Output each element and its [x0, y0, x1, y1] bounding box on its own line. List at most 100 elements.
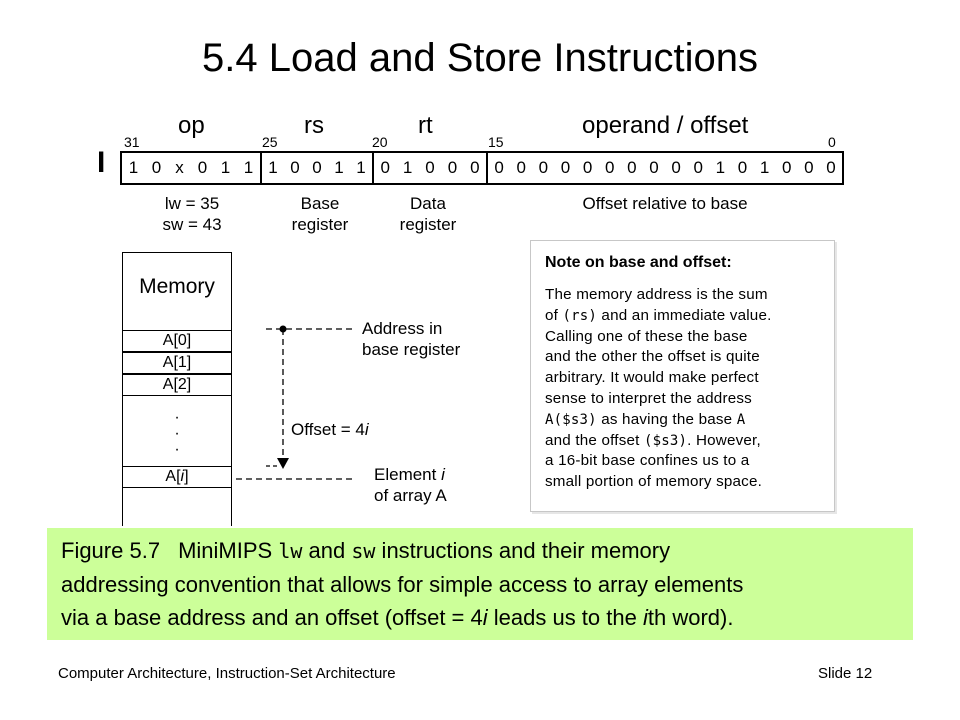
bit: 0 — [604, 158, 615, 177]
bit: 0 — [197, 158, 208, 177]
note-text: as having the base — [596, 410, 737, 428]
bitpos-25: 25 — [262, 134, 278, 150]
bit: 1 — [243, 158, 254, 177]
memory-title: Memory — [139, 275, 215, 298]
note-line: and the offset ($s3). However, — [545, 431, 820, 452]
bit: 0 — [447, 158, 458, 177]
note-text: a 16-bit base confines us to a — [545, 452, 750, 470]
figure-line3-b: leads us to the — [487, 605, 643, 630]
offset-arrowhead — [277, 458, 289, 469]
bit: 0 — [538, 158, 549, 177]
note-line: a 16-bit base confines us to a — [545, 451, 820, 472]
figure-code-sw: sw — [351, 539, 376, 563]
ellipsis-dot: · — [174, 441, 180, 458]
note-box: Note on base and offset: The memory addr… — [530, 240, 835, 512]
note-line: Calling one of these the base — [545, 327, 820, 348]
note-line: A($s3) as having the base A — [545, 410, 820, 431]
bit: 0 — [380, 158, 390, 177]
note-code: (rs) — [562, 307, 598, 324]
memory-cell-a1: A[1] — [122, 352, 232, 374]
bit: 1 — [402, 158, 413, 177]
op-caption-lw: lw = 35 — [164, 194, 220, 213]
note-line: of (rs) and an immediate value. — [545, 306, 820, 327]
offset-label: Offset = 4i — [291, 419, 369, 440]
offset-prefix: Offset = 4 — [291, 420, 365, 439]
field-label-rs: rs — [304, 112, 324, 139]
figure-text-3: instructions and their memory — [375, 538, 671, 563]
field-label-rt: rt — [418, 112, 433, 139]
bit: 0 — [804, 158, 814, 177]
bit: 0 — [627, 158, 637, 177]
bit: 0 — [826, 158, 836, 177]
note-text: The memory address is the sum — [545, 286, 768, 303]
bit: 0 — [671, 158, 681, 177]
bit: 0 — [516, 158, 526, 177]
figure-line3-i2: i — [642, 605, 648, 630]
bitpos-20: 20 — [372, 134, 388, 150]
bit: 0 — [312, 158, 322, 177]
bit: 0 — [425, 158, 435, 177]
bit: x — [175, 158, 184, 177]
bit: 1 — [356, 158, 366, 177]
bit: 0 — [560, 158, 571, 177]
bit: 0 — [737, 158, 748, 177]
offset-var: i — [364, 420, 369, 439]
bit: 0 — [693, 158, 703, 177]
ellipsis-dot: · — [174, 409, 180, 426]
element-var: i — [441, 465, 445, 484]
footer-left: Computer Architecture, Instruction-Set A… — [58, 665, 396, 682]
bit: 1 — [715, 158, 726, 177]
bit: 0 — [582, 158, 593, 177]
cell-var: i — [180, 468, 185, 485]
note-code: A — [736, 411, 746, 428]
note-text: and the offset — [545, 431, 644, 449]
rt-caption-line2: register — [399, 215, 457, 234]
slide-title: 5.4 Load and Store Instructions — [202, 36, 758, 80]
note-line: small portion of memory space. — [545, 472, 820, 493]
note-line: arbitrary. It would make perfect — [545, 368, 820, 389]
field-label-offset: operand / offset — [582, 112, 749, 139]
figure-label: Figure 5.7 — [61, 538, 161, 563]
element-label-line2: of array A — [374, 486, 447, 505]
bit: 1 — [220, 158, 231, 177]
element-label-line1: Element i — [374, 464, 445, 485]
note-line: sense to interpret the address — [545, 389, 820, 410]
note-text: sense to interpret the address — [545, 389, 752, 407]
note-line: and the other the offset is quite — [545, 347, 820, 368]
note-text: Calling one of these the base — [545, 327, 748, 345]
note-code: ($s3) — [643, 432, 688, 449]
note-text: and the other the offset is quite — [545, 348, 760, 366]
note-text: small portion of memory space. — [545, 473, 763, 491]
op-caption-sw: sw = 43 — [162, 215, 222, 234]
cell-suffix: ] — [184, 468, 189, 485]
bit: 0 — [470, 158, 480, 177]
bit: 1 — [759, 158, 770, 177]
memory-cell-a2: A[2] — [122, 374, 232, 396]
bit: 1 — [268, 158, 278, 177]
bit: 0 — [649, 158, 659, 177]
figure-line3-i1: i — [482, 605, 488, 630]
rs-caption-line1: Base — [300, 194, 340, 213]
rt-caption-line1: Data — [410, 194, 446, 213]
memory-cell-ai: A[i] — [122, 466, 232, 488]
figure-line3-c: th word). — [647, 605, 734, 630]
bitpos-0: 0 — [828, 134, 836, 150]
figure-caption-line2: addressing convention that allows for si… — [61, 572, 744, 597]
bit: 0 — [781, 158, 792, 177]
note-heading: Note on base and offset: — [545, 254, 732, 271]
note-line: The memory address is the sum — [545, 285, 820, 306]
figure-code-lw: lw — [278, 539, 303, 563]
figure-caption-line3: via a base address and an offset (offset… — [61, 601, 899, 634]
bit: 1 — [128, 158, 139, 177]
bitpos-15: 15 — [488, 134, 504, 150]
bit: 0 — [290, 158, 300, 177]
cell-prefix: A[ — [165, 468, 181, 485]
rs-caption-line2: register — [291, 215, 349, 234]
bitpos-31: 31 — [124, 134, 140, 150]
memory-cell-a0: A[0] — [122, 330, 232, 352]
address-label-line2: base register — [362, 340, 461, 359]
figure-text-2: and — [302, 538, 352, 563]
